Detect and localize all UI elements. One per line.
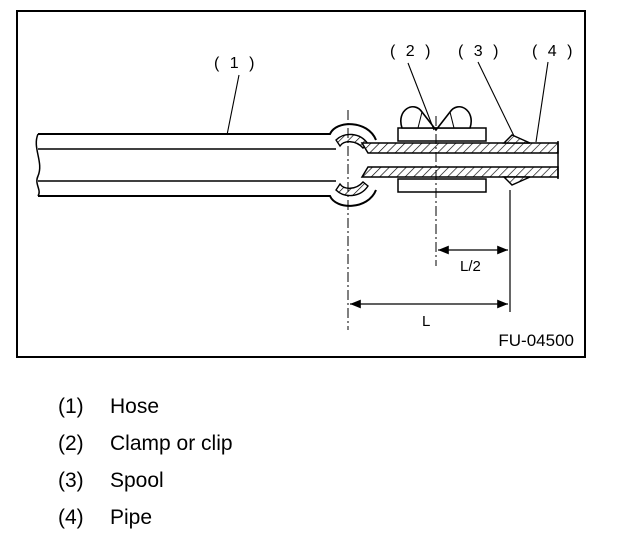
hose-connection-drawing: ( 1 ) ( 2 ) ( 3 ) ( 4 ) L/2 L	[35, 43, 575, 330]
diagram-frame: ( 1 ) ( 2 ) ( 3 ) ( 4 ) L/2 L FU-04500	[16, 10, 586, 358]
half-length-label: L/2	[460, 258, 481, 275]
length-label: L	[422, 313, 430, 330]
callout-4: ( 4 )	[532, 43, 575, 60]
legend-item: (2) Clamp or clip	[58, 425, 233, 462]
legend-text: Spool	[110, 468, 164, 492]
reference-lines	[347, 110, 511, 330]
callout-1: ( 1 )	[214, 55, 257, 72]
legend-item: (4) Pipe	[58, 499, 233, 536]
callout-3: ( 3 )	[458, 43, 501, 60]
legend-item: (1) Hose	[58, 388, 233, 425]
legend-number: (3)	[58, 468, 84, 492]
legend-item: (3) Spool	[58, 462, 233, 499]
callout-2: ( 2 )	[390, 43, 433, 60]
callout-leaders	[226, 61, 549, 143]
hose	[35, 123, 377, 207]
legend-text: Hose	[110, 394, 160, 418]
legend-number: (2)	[58, 431, 84, 455]
legend-number: (4)	[58, 505, 84, 529]
clamp	[397, 106, 487, 193]
legend-text: Clamp or clip	[110, 431, 233, 455]
figure-code: FU-04500	[498, 331, 574, 350]
spool	[502, 134, 531, 186]
legend-number: (1)	[58, 394, 84, 418]
pipe	[360, 141, 559, 179]
legend: (1) Hose (2) Clamp or clip (3) Spool (4) Pip…	[58, 388, 233, 536]
legend-text: Pipe	[110, 505, 153, 529]
